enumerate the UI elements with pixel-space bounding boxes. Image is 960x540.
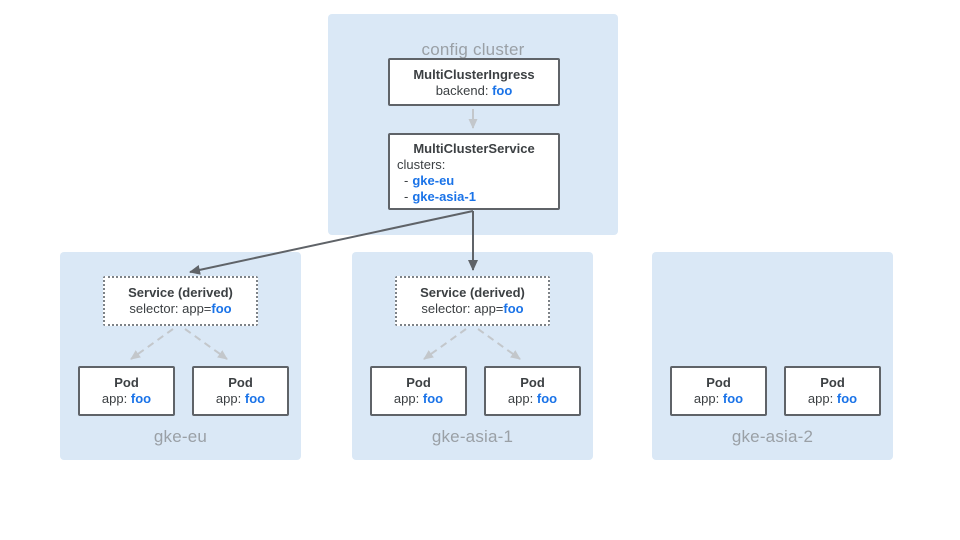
selector-label: selector: app= bbox=[129, 301, 212, 316]
app-value: foo bbox=[836, 391, 858, 406]
app-label: app: bbox=[507, 391, 534, 406]
backend-value: foo bbox=[492, 83, 513, 98]
config-cluster-title: config cluster bbox=[421, 40, 525, 59]
clusters-label: clusters: bbox=[397, 157, 446, 172]
cluster-region-gke-asia-1: Service (derived) selector: app=foo Pod … bbox=[352, 252, 593, 460]
pod-title: Pod bbox=[114, 375, 139, 390]
app-value: foo bbox=[722, 391, 744, 406]
app-value: foo bbox=[130, 391, 152, 406]
pod-box: Pod app: foo bbox=[670, 366, 767, 416]
pod-box: Pod app: foo bbox=[192, 366, 289, 416]
cluster-region-gke-asia-2: Pod app: foo Pod app: foo gke-asia-2 bbox=[652, 252, 893, 460]
backend-label: backend: bbox=[435, 83, 489, 98]
cluster-label-gke-eu: gke-eu bbox=[153, 427, 208, 446]
app-label: app: bbox=[393, 391, 420, 406]
multiclusteringress-box: MultiClusterIngress backend: foo bbox=[388, 58, 560, 106]
app-value: foo bbox=[422, 391, 444, 406]
pod-app-line: app: foo bbox=[80, 391, 173, 407]
app-label: app: bbox=[101, 391, 128, 406]
derived-service-title: Service (derived) bbox=[420, 285, 525, 300]
app-value: foo bbox=[244, 391, 266, 406]
derived-service-selector-line: selector: app=foo bbox=[397, 301, 548, 317]
mcs-cluster-name: gke-eu bbox=[412, 173, 455, 188]
cluster-label-gke-asia-2: gke-asia-2 bbox=[731, 427, 814, 446]
cluster-region-gke-eu: Service (derived) selector: app=foo Pod … bbox=[60, 252, 301, 460]
multiclusteringress-title: MultiClusterIngress bbox=[413, 67, 535, 82]
mcs-cluster-name: gke-asia-1 bbox=[412, 189, 476, 204]
pod-box: Pod app: foo bbox=[784, 366, 881, 416]
pod-title: Pod bbox=[520, 375, 545, 390]
app-value: foo bbox=[536, 391, 558, 406]
pod-box: Pod app: foo bbox=[78, 366, 175, 416]
app-label: app: bbox=[215, 391, 242, 406]
selector-label: selector: app= bbox=[421, 301, 504, 316]
pod-app-line: app: foo bbox=[194, 391, 287, 407]
derived-service-title: Service (derived) bbox=[128, 285, 233, 300]
pod-title: Pod bbox=[706, 375, 731, 390]
multiclusterservice-title: MultiClusterService bbox=[413, 141, 535, 156]
multiclusterservice-box: MultiClusterService clusters: -gke-eu -g… bbox=[388, 133, 560, 210]
derived-service-box: Service (derived) selector: app=foo bbox=[395, 276, 550, 326]
app-label: app: bbox=[807, 391, 834, 406]
pod-box: Pod app: foo bbox=[484, 366, 581, 416]
pod-app-line: app: foo bbox=[372, 391, 465, 407]
app-label: app: bbox=[693, 391, 720, 406]
selector-value: foo bbox=[503, 301, 524, 316]
pod-box: Pod app: foo bbox=[370, 366, 467, 416]
list-dash: - bbox=[404, 173, 409, 188]
selector-value: foo bbox=[211, 301, 232, 316]
config-cluster-region: config cluster MultiClusterIngress backe… bbox=[328, 14, 618, 235]
pod-title: Pod bbox=[406, 375, 431, 390]
pod-title: Pod bbox=[228, 375, 253, 390]
derived-service-selector-line: selector: app=foo bbox=[105, 301, 256, 317]
mcs-cluster-item: -gke-eu bbox=[390, 173, 558, 189]
derived-service-box: Service (derived) selector: app=foo bbox=[103, 276, 258, 326]
pod-app-line: app: foo bbox=[486, 391, 579, 407]
list-dash: - bbox=[404, 189, 409, 204]
pod-app-line: app: foo bbox=[672, 391, 765, 407]
cluster-label-gke-asia-1: gke-asia-1 bbox=[431, 427, 514, 446]
pod-app-line: app: foo bbox=[786, 391, 879, 407]
mcs-cluster-item: -gke-asia-1 bbox=[390, 189, 558, 205]
pod-title: Pod bbox=[820, 375, 845, 390]
multiclusteringress-backend-line: backend: foo bbox=[390, 83, 558, 99]
